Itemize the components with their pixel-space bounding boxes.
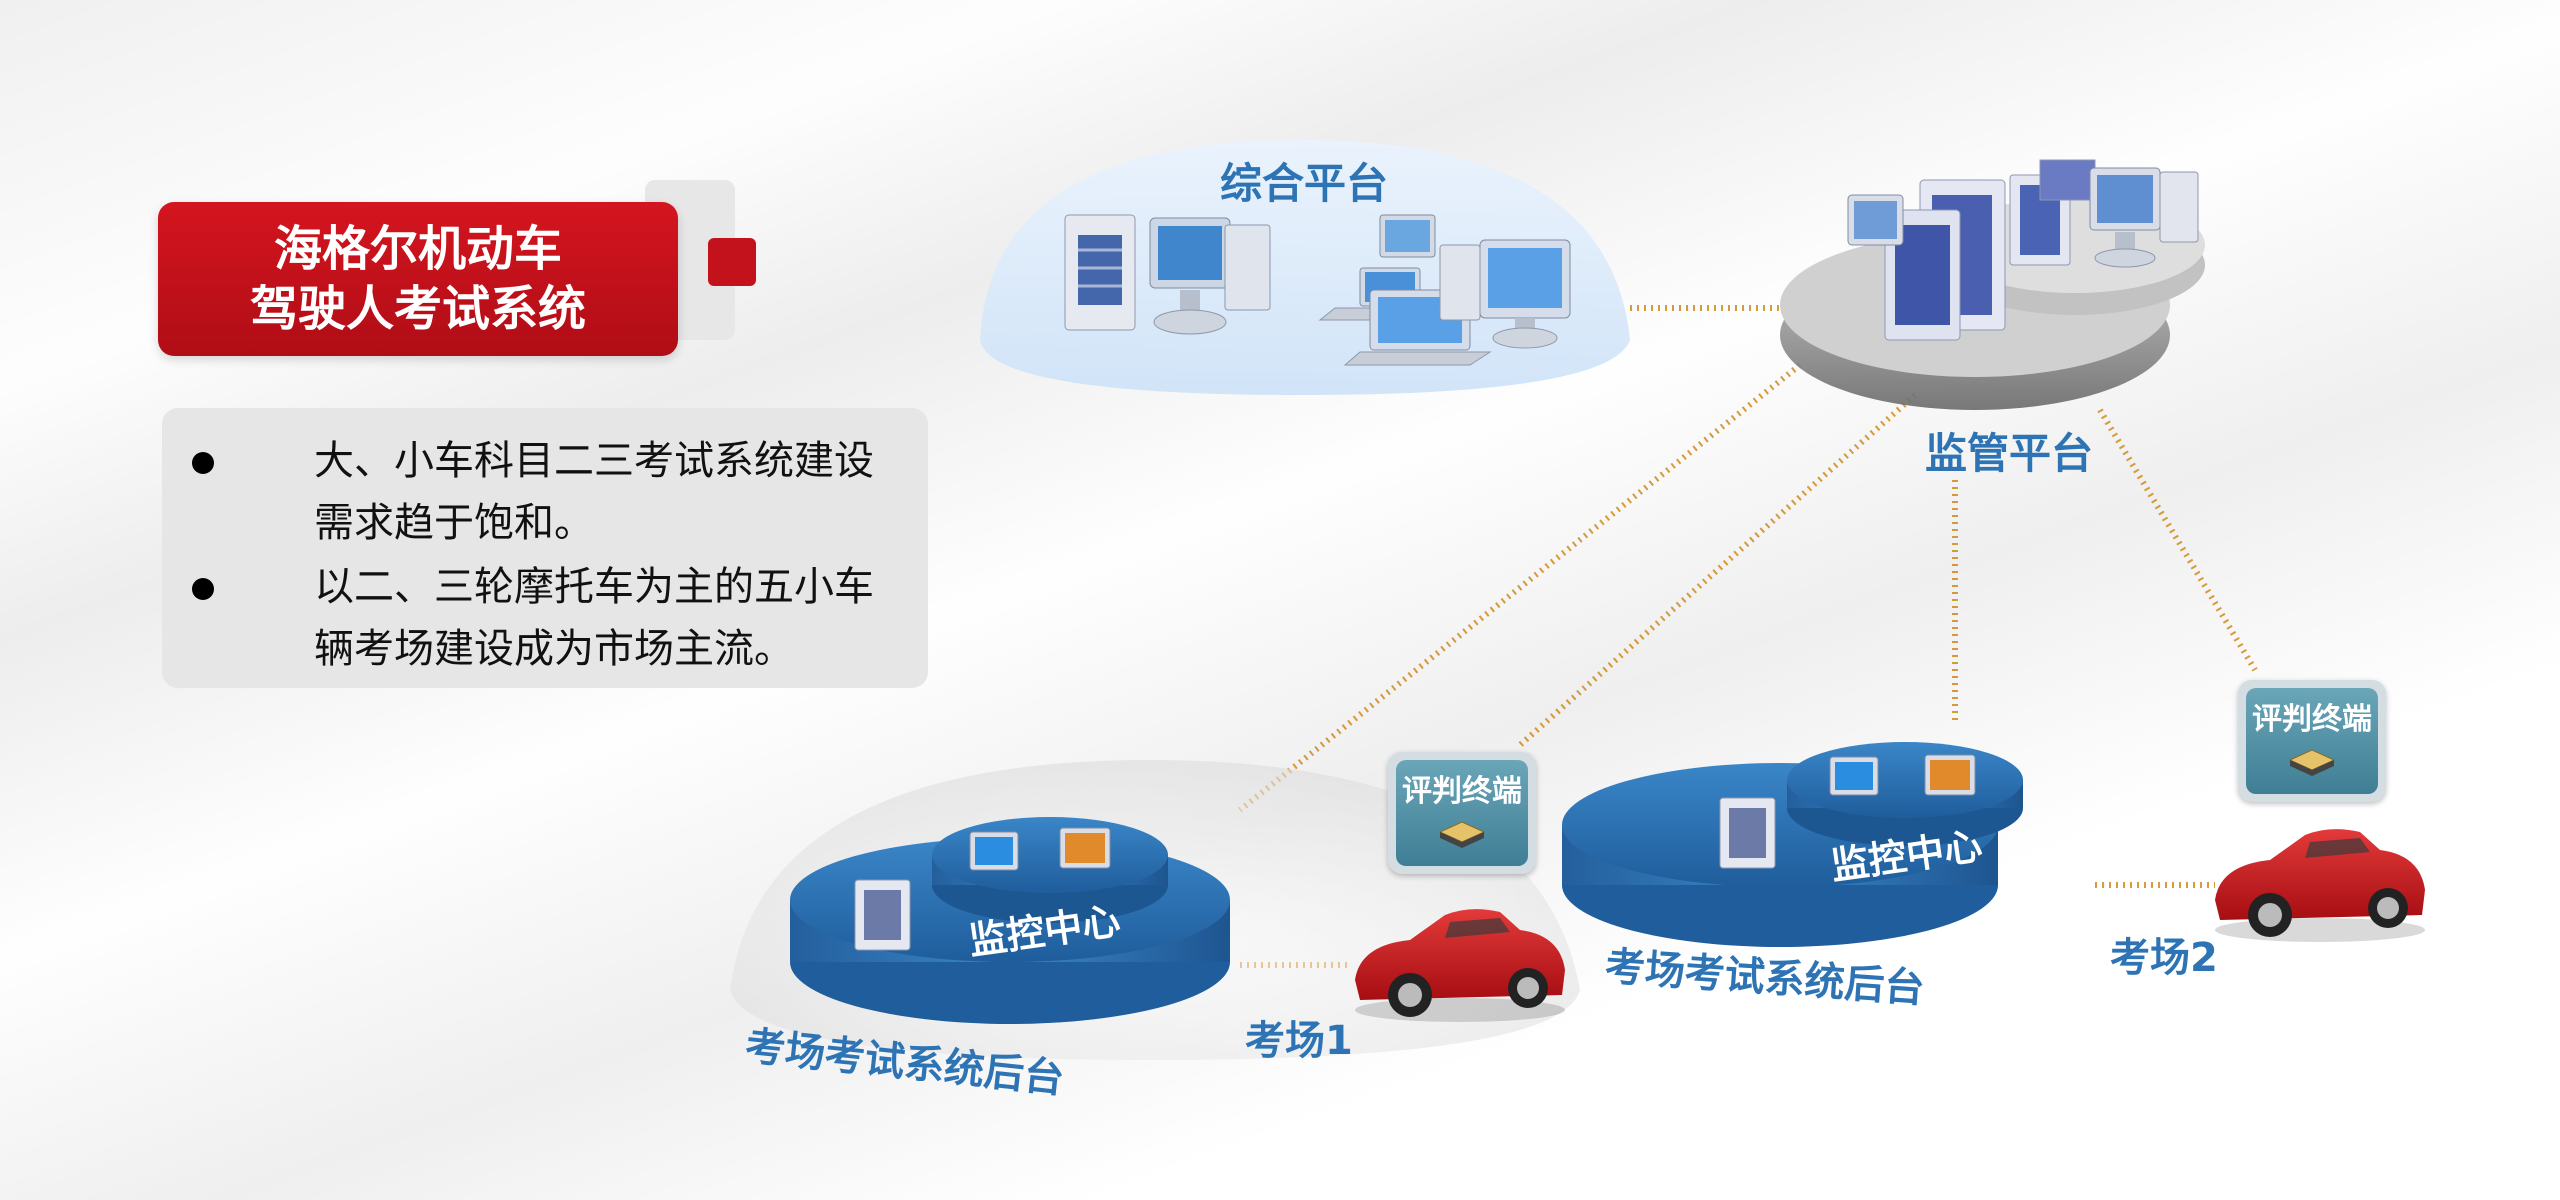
supervision-platform-label: 监管平台 [1925, 429, 2094, 478]
monitor-icon [1847, 194, 1904, 246]
judge-terminal-2: 评判终端 [2238, 680, 2386, 802]
link-supervision-judge2 [2097, 408, 2258, 672]
server-icon [1064, 214, 1136, 331]
title-accent-square [708, 238, 756, 286]
judge-terminal-label: 评判终端 [1402, 774, 1522, 809]
title-banner: 海格尔机动车 驾驶人考试系统 [158, 202, 678, 356]
bullet-text: 以二、三轮摩托车为主的五小车 [314, 564, 874, 610]
bullet-text: 辆考场建设成为市场主流。 [314, 626, 794, 672]
monitor-icon [1379, 214, 1571, 349]
car-icon [2215, 829, 2425, 942]
link-supervision-backend1 [1238, 362, 1802, 813]
bullet-dot-icon [192, 578, 214, 600]
monitor-icon [1829, 754, 1976, 796]
link-supervision-judge1 [1518, 392, 1917, 748]
venue-label-2: 考场2 [2110, 935, 2218, 981]
judge-terminal-label: 评判终端 [2252, 702, 2372, 737]
judge-terminal-1: 评判终端 [1388, 752, 1536, 874]
integrated-platform [980, 140, 1630, 395]
terminal-icon [1438, 821, 1486, 848]
bullet-text: 需求趋于饱和。 [314, 500, 594, 546]
car-icon [1355, 909, 1565, 1022]
supervision-platform [1780, 159, 2205, 410]
server-icon [854, 879, 911, 951]
terminal-icon [2288, 749, 2336, 776]
bullet-text: 大、小车科目二三考试系统建设 [314, 438, 874, 484]
monitor-icon [2089, 167, 2199, 268]
bullet-panel: 大、小车科目二三考试系统建设 需求趋于饱和。 以二、三轮摩托车为主的五小车 辆考… [162, 408, 928, 688]
monitor-icon [1149, 217, 1271, 335]
venue-label-1: 考场1 [1245, 1018, 1353, 1064]
server-icon [1719, 797, 1776, 869]
bullet-dot-icon [192, 452, 214, 474]
server-icon [1884, 179, 2006, 341]
monitor-icon [969, 827, 1111, 871]
backend-platform-2 [1562, 742, 2023, 947]
title-line-1: 海格尔机动车 [273, 221, 562, 277]
title-line-2: 驾驶人考试系统 [249, 281, 586, 337]
integrated-platform-label: 综合平台 [1220, 159, 1389, 208]
